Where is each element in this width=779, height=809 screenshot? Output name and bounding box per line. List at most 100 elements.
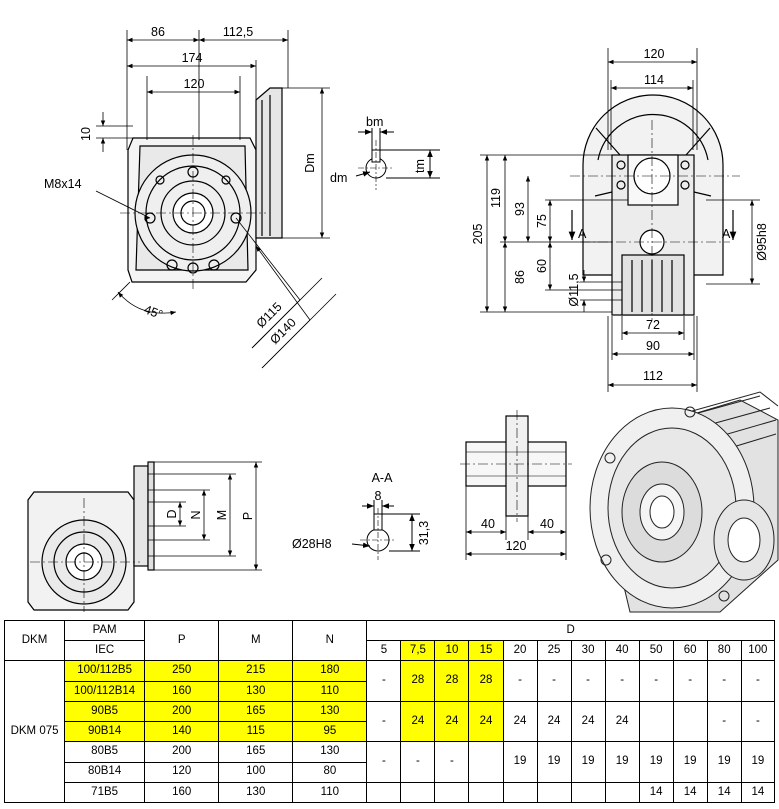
m-cell: 130 [218, 680, 294, 702]
d-size: 5 [366, 640, 402, 662]
d-cell: 19 [672, 741, 708, 783]
iec-cell: 71B5 [64, 781, 146, 804]
shaft-dim-40-right: 40 [540, 517, 554, 531]
d-size: 20 [502, 640, 538, 662]
header-pam: PAM [64, 619, 146, 642]
d-size: 50 [638, 640, 674, 662]
d-cell: - [502, 660, 538, 702]
dim-174: 174 [182, 51, 203, 65]
d-size: 80 [706, 640, 742, 662]
dim-120: 120 [184, 77, 205, 91]
d-cell [502, 781, 538, 804]
d-size: 10 [434, 640, 470, 662]
p-cell: 140 [144, 721, 220, 743]
dim-86: 86 [151, 25, 165, 39]
m-cell: 115 [218, 721, 294, 743]
side-dim-93: 93 [513, 202, 527, 216]
d-cell [672, 700, 708, 743]
n-cell: 95 [292, 721, 368, 743]
d-cell: 19 [604, 741, 640, 783]
flange-M: M [215, 510, 229, 520]
d-cell: 24 [536, 700, 572, 743]
header-p: P [144, 619, 220, 662]
d-cell: 24 [468, 700, 504, 743]
header-m: M [218, 619, 294, 662]
side-dim-205: 205 [471, 224, 485, 245]
side-dim-60: 60 [535, 259, 549, 273]
m-cell: 215 [218, 660, 294, 682]
d-cell: 14 [706, 781, 742, 804]
d-size: 25 [536, 640, 572, 662]
side-dim-112: 112 [643, 369, 663, 383]
d-cell: 14 [638, 781, 674, 804]
side-dim-119: 119 [489, 188, 503, 208]
d-cell: 24 [434, 700, 470, 743]
d-cell: 19 [706, 741, 742, 783]
d-cell [638, 700, 674, 743]
iec-cell: 100/112B14 [64, 680, 146, 702]
d-cell [468, 741, 504, 783]
section-dim-31-3: 31,3 [417, 521, 431, 545]
d-cell: - [366, 741, 402, 783]
header-d: D [366, 619, 775, 642]
keyway-detail [355, 128, 440, 190]
front-view [120, 87, 283, 290]
d-cell: 24 [502, 700, 538, 743]
flange-view [27, 461, 155, 612]
flange-N: N [189, 510, 203, 519]
side-dia-11-5: Ø11,5 [567, 273, 581, 306]
side-dim-86: 86 [513, 270, 527, 284]
front-view-dimensions [95, 30, 337, 369]
d-cell [570, 781, 606, 804]
d-cell: 19 [502, 741, 538, 783]
label-dm: dm [330, 171, 347, 185]
section-dim-8: 8 [375, 489, 382, 503]
d-cell: - [706, 660, 742, 702]
n-cell: 130 [292, 741, 368, 763]
d-cell: - [740, 660, 776, 702]
d-cell [434, 781, 470, 804]
header-dkm: DKM [3, 619, 66, 662]
d-cell: 19 [536, 741, 572, 783]
d-size: 15 [468, 640, 504, 662]
side-view-dimensions [480, 48, 760, 392]
d-cell: 14 [672, 781, 708, 804]
side-view-labels: 120 114 205 119 93 75 86 60 Ø11,5 Ø95h8 … [471, 47, 769, 383]
n-cell: 110 [292, 680, 368, 702]
side-view [568, 94, 740, 320]
m-cell: 165 [218, 700, 294, 723]
iec-cell: 80B5 [64, 741, 146, 763]
d-cell: 24 [400, 700, 436, 743]
n-cell: 110 [292, 781, 368, 804]
model-cell: DKM 075 [3, 660, 66, 803]
p-cell: 120 [144, 761, 220, 783]
iec-cell: 90B14 [64, 721, 146, 743]
d-size: 40 [604, 640, 640, 662]
technical-drawing: 86 112,5 174 120 10 Dm M8x14 Ø115 Ø140 4… [27, 25, 779, 613]
thread-label: M8x14 [44, 177, 82, 191]
shaft-dim-40-left: 40 [481, 517, 495, 531]
spec-table: DKM PAM P M N D IEC 5 7,5 10 15 20 25 30… [3, 619, 776, 804]
d-cell: - [366, 700, 402, 743]
d-cell: - [706, 700, 742, 743]
d-cell: 19 [570, 741, 606, 783]
side-dim-114: 114 [644, 73, 664, 87]
iec-cell: 90B5 [64, 700, 146, 723]
d-cell: 19 [740, 741, 776, 783]
section-mark-right: A [722, 227, 731, 241]
n-cell: 180 [292, 660, 368, 682]
header-iec: IEC [64, 640, 146, 662]
flange-view-labels: D N M P [165, 509, 255, 520]
d-size: 7,5 [400, 640, 436, 662]
shaft-view [460, 410, 572, 522]
side-dim-90: 90 [646, 339, 660, 353]
d-cell: - [740, 700, 776, 743]
flange-view-dimensions [148, 461, 262, 571]
label-bm: bm [366, 115, 383, 129]
d-cell: - [400, 741, 436, 783]
d-cell: 19 [638, 741, 674, 783]
header-n: N [292, 619, 368, 662]
p-cell: 200 [144, 741, 220, 763]
side-dim-75: 75 [535, 214, 549, 228]
d-cell: 14 [740, 781, 776, 804]
